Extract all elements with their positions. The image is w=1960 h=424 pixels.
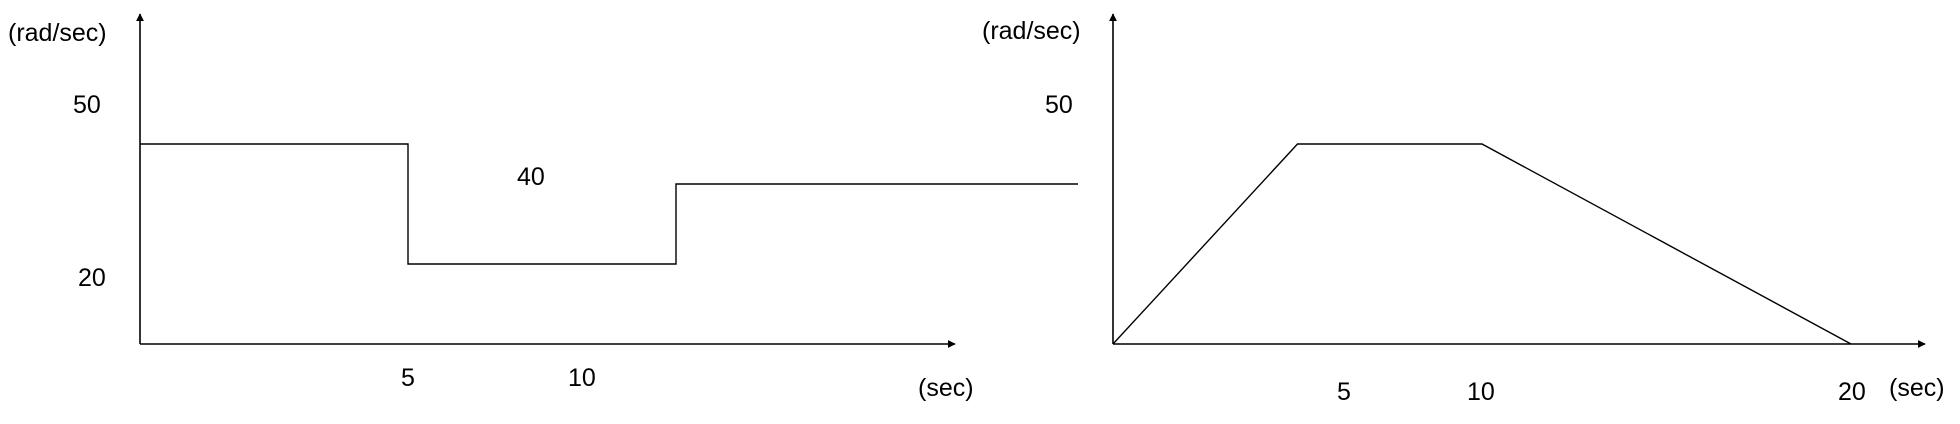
- x-tick-5-right: 5: [1337, 378, 1351, 406]
- y-tick-50-right: 50: [1045, 91, 1073, 119]
- y-tick-50-left: 50: [73, 91, 101, 119]
- x-tick-5-left: 5: [401, 364, 415, 392]
- y-axis-label-left: (rad/sec): [8, 19, 107, 47]
- x-tick-20-right: 20: [1838, 378, 1866, 406]
- speed-profile-step-line: [140, 143, 1078, 265]
- x-axis-label-left: (sec): [918, 374, 974, 402]
- y-tick-20-left: 20: [78, 264, 106, 292]
- chart-left: (rad/sec) (sec) 50 20 40 5 10: [8, 13, 1078, 402]
- chart-right: (rad/sec) (sec) 50 5 10 20: [982, 13, 1945, 406]
- x-tick-10-left: 10: [568, 364, 596, 392]
- y-axis-label-right: (rad/sec): [982, 17, 1081, 45]
- x-tick-10-right: 10: [1467, 378, 1495, 406]
- x-axis-label-right: (sec): [1889, 374, 1945, 402]
- speed-profile-trapezoid-line: [1112, 143, 1852, 345]
- step-annotation-40: 40: [517, 163, 545, 191]
